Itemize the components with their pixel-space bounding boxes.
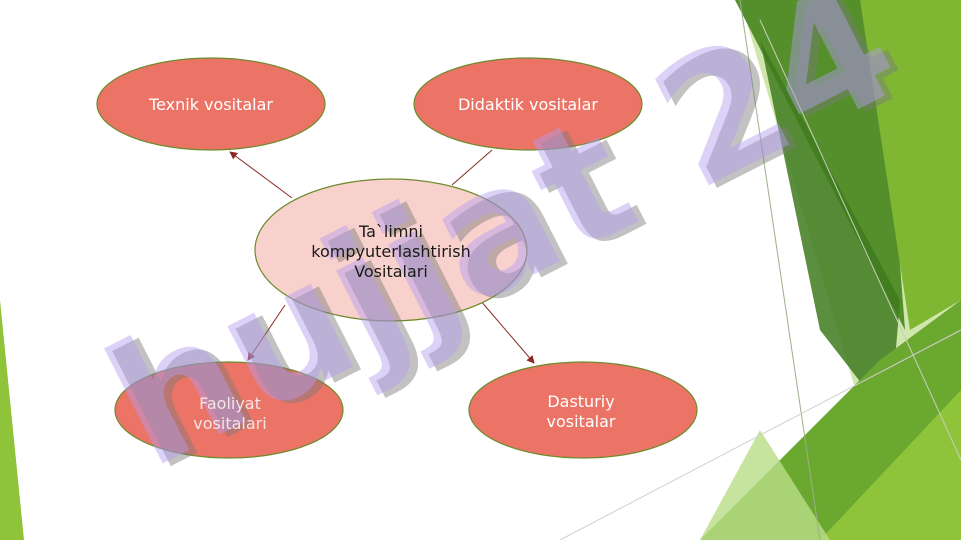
node-top-right-line: Didaktik vositalar bbox=[457, 95, 598, 114]
center-line-1: Ta`limni bbox=[359, 222, 423, 241]
node-bottom-right-shape bbox=[468, 361, 698, 459]
node-bottom-right-label: Dasturiy vositalar bbox=[490, 392, 672, 432]
green-decor-right bbox=[700, 0, 961, 541]
node-top-right-label: Didaktik vositalar bbox=[437, 95, 619, 115]
node-top-left-label: Texnik vositalar bbox=[120, 95, 302, 115]
center-node-label: Ta`limni kompyuterlashtirish Vositalari bbox=[291, 222, 491, 282]
node-top-left-line: Texnik vositalar bbox=[149, 95, 273, 114]
node-bottom-left-line-2: vositalari bbox=[193, 414, 267, 433]
faint-lines bbox=[559, 329, 961, 541]
arrow-to-bottom-right bbox=[479, 299, 535, 364]
node-top-right-shape bbox=[413, 57, 643, 151]
node-bottom-left-shape bbox=[114, 361, 344, 459]
center-line-2: kompyuterlashtirish bbox=[311, 242, 471, 261]
center-line-3: Vositalari bbox=[354, 262, 428, 281]
node-bottom-left-label: Faoliyat vositalari bbox=[139, 394, 321, 434]
green-decor-left bbox=[0, 300, 24, 540]
arrow-to-bottom-left bbox=[247, 304, 286, 361]
node-bottom-right-line-2: vositalar bbox=[546, 412, 616, 431]
node-top-left-shape bbox=[96, 57, 326, 151]
node-bottom-right-line-1: Dasturiy bbox=[547, 392, 615, 411]
node-bottom-left-line-1: Faoliyat bbox=[199, 394, 261, 413]
connectors bbox=[229, 149, 535, 364]
center-node-shape bbox=[254, 178, 528, 322]
arrow-to-top-left bbox=[229, 151, 293, 199]
line-to-top-right bbox=[451, 149, 493, 186]
